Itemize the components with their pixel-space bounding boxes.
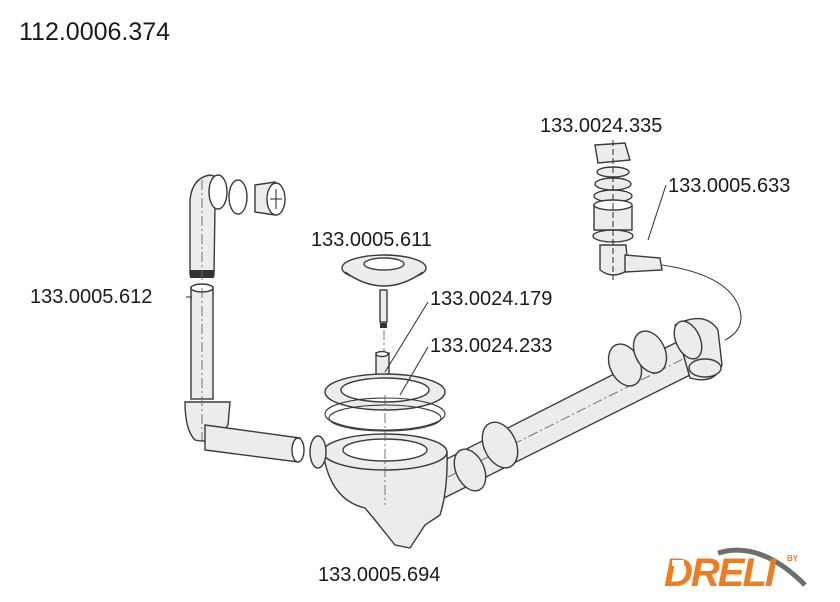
assembly-number: 112.0006.374 xyxy=(19,18,171,46)
dreli-logo: DRELI BY xyxy=(664,547,807,595)
main-drain-pipe xyxy=(424,317,723,501)
part-label-633: 133.0005.633 xyxy=(668,175,791,197)
drain-body xyxy=(309,395,448,549)
svg-text:BY: BY xyxy=(787,554,799,563)
leader-lines xyxy=(186,184,667,396)
part-label-335: 133.0024.335 xyxy=(540,115,663,137)
part-label-694: 133.0005.694 xyxy=(318,564,441,586)
part-label-611: 133.0005.611 xyxy=(311,229,432,251)
strainer-basket xyxy=(341,254,427,355)
part-label-233: 133.0024.233 xyxy=(430,335,553,357)
part-label-179: 133.0024.179 xyxy=(430,288,553,310)
overflow-pipe-assembly xyxy=(184,174,305,463)
svg-text:DRELI: DRELI xyxy=(664,551,777,595)
popup-control-assembly xyxy=(592,140,742,341)
part-label-612: 133.0005.612 xyxy=(30,286,153,308)
